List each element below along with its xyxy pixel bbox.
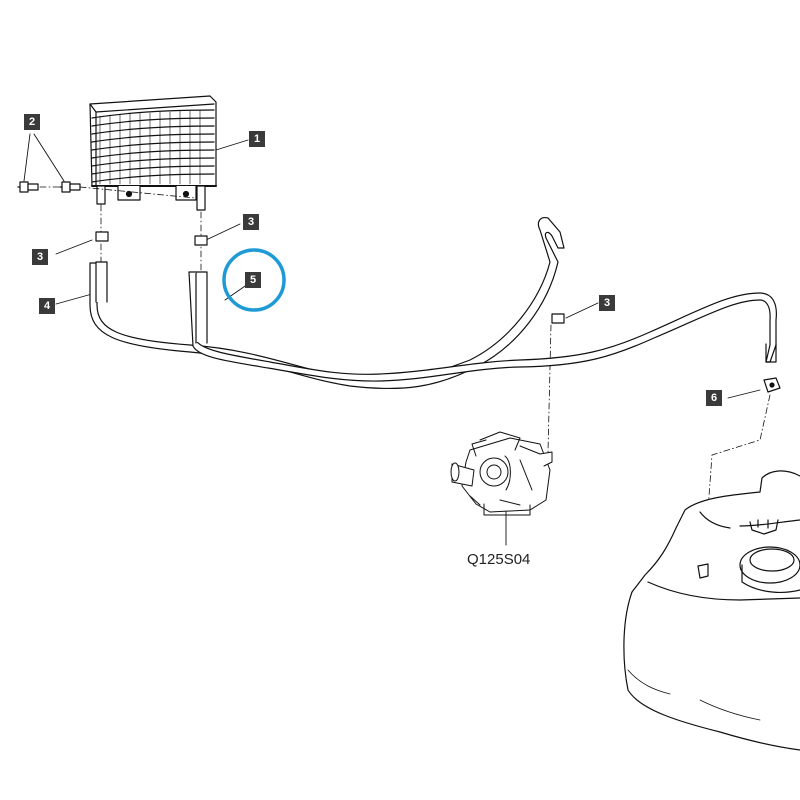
callout-6: 6	[706, 390, 722, 406]
callout-1: 1	[249, 131, 265, 147]
clamp-right	[194, 235, 208, 246]
hose-part-5	[188, 271, 777, 382]
injection-pump	[450, 431, 553, 516]
pump-caption: Q125S04	[467, 551, 531, 568]
callout-5: 5	[245, 272, 261, 288]
fitting-part-6	[763, 377, 781, 393]
callout-3-mid: 3	[599, 295, 615, 311]
clamp-mid	[551, 313, 565, 324]
highlight-circle	[222, 248, 286, 312]
callout-4: 4	[39, 298, 55, 314]
clamp-left	[95, 231, 109, 242]
fuel-tank	[623, 470, 800, 751]
callout-2: 2	[24, 114, 40, 130]
oil-cooler	[89, 95, 217, 211]
callout-3-right: 3	[243, 214, 259, 230]
callout-3-left: 3	[32, 249, 48, 265]
